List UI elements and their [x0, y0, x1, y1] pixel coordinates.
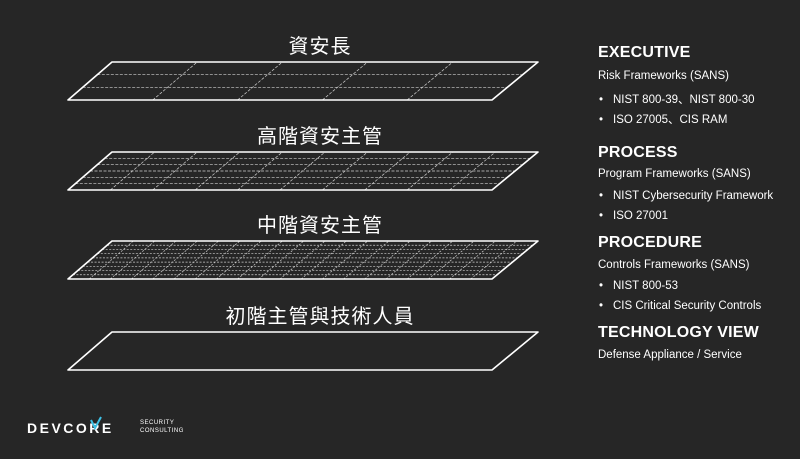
section-title-procedure: PROCEDURE: [598, 234, 703, 251]
grid-line: [470, 240, 517, 280]
grid-line: [364, 240, 411, 280]
section-title-technology-view: TECHNOLOGY VIEW: [598, 324, 759, 341]
section-item-text: ISO 27001: [613, 210, 668, 222]
plane-outline: [67, 331, 539, 371]
section-subtitle-procedure: Controls Frameworks (SANS): [598, 259, 750, 271]
layer-plane-4: [67, 331, 539, 371]
plane-outline: [67, 151, 539, 191]
bullet-icon: •: [599, 190, 604, 202]
grid-line: [152, 151, 198, 191]
section-item: • NIST Cybersecurity Framework: [598, 190, 773, 202]
layer-plane-3: [67, 240, 539, 280]
logo-tagline-1: SECURITY: [140, 420, 175, 426]
grid-line: [216, 240, 262, 280]
section-item-text: NIST 800-39、NIST 800-30: [613, 94, 755, 106]
layer-label-junior-staff: 初階主管與技術人員: [225, 304, 415, 328]
grid-line: [194, 240, 241, 280]
bullet-icon: •: [599, 210, 604, 222]
logo-brand-text: DEVCORE: [27, 420, 114, 436]
plane-outline: [67, 61, 539, 101]
grid-line: [322, 240, 368, 280]
grid-line: [237, 61, 283, 101]
grid-line: [152, 61, 198, 101]
bullet-icon: •: [599, 300, 604, 312]
grid-line: [322, 61, 368, 101]
bullet-icon: •: [599, 94, 604, 106]
logo-check-icon: [90, 416, 102, 430]
bullet-icon: •: [599, 114, 604, 126]
section-item-text: ISO 27005、CIS RAM: [613, 114, 728, 126]
grid-line: [152, 240, 198, 280]
section-item: • ISO 27005、CIS RAM: [598, 111, 727, 127]
logo-tagline: SECURITY CONSULTING: [140, 419, 184, 435]
grid-line: [343, 240, 390, 280]
grid-line: [131, 240, 177, 280]
grid-line: [300, 240, 347, 280]
section-item: • NIST 800-53: [598, 280, 678, 292]
grid-line: [406, 61, 454, 101]
section-subtitle-process: Program Frameworks (SANS): [598, 168, 751, 180]
section-item: • CIS Critical Security Controls: [598, 300, 761, 312]
section-item: • ISO 27001: [598, 210, 668, 222]
grid-line: [258, 240, 304, 280]
section-subtitle-technology-view: Defense Appliance / Service: [598, 349, 742, 361]
logo-tagline-2: CONSULTING: [140, 428, 184, 434]
section-title-process: PROCESS: [598, 144, 678, 161]
bullet-icon: •: [599, 280, 604, 292]
section-title-executive: EXECUTIVE: [598, 44, 691, 61]
grid-line: [385, 240, 432, 280]
grid-line: [110, 240, 155, 280]
layer-label-ciso: 資安長: [288, 34, 352, 58]
layer-label-mid-manager: 中階資安主管: [257, 213, 383, 237]
layer-plane-1: [67, 61, 539, 101]
grid-line: [237, 151, 283, 191]
grid-line: [88, 240, 134, 280]
section-item-text: NIST Cybersecurity Framework: [613, 190, 774, 202]
section-item-text: NIST 800-53: [613, 280, 678, 292]
grid-line: [428, 240, 475, 280]
grid-line: [237, 240, 283, 280]
layer-label-senior-manager: 高階資安主管: [257, 124, 383, 148]
plane-outline: [67, 240, 539, 280]
section-subtitle-executive: Risk Frameworks (SANS): [598, 70, 729, 82]
section-item: • NIST 800-39、NIST 800-30: [598, 91, 754, 107]
grid-line: [279, 240, 326, 280]
layer-plane-2: [67, 151, 539, 191]
grid-line: [173, 240, 219, 280]
grid-line: [449, 240, 496, 280]
section-item-text: CIS Critical Security Controls: [613, 300, 762, 312]
grid-line: [406, 240, 454, 280]
